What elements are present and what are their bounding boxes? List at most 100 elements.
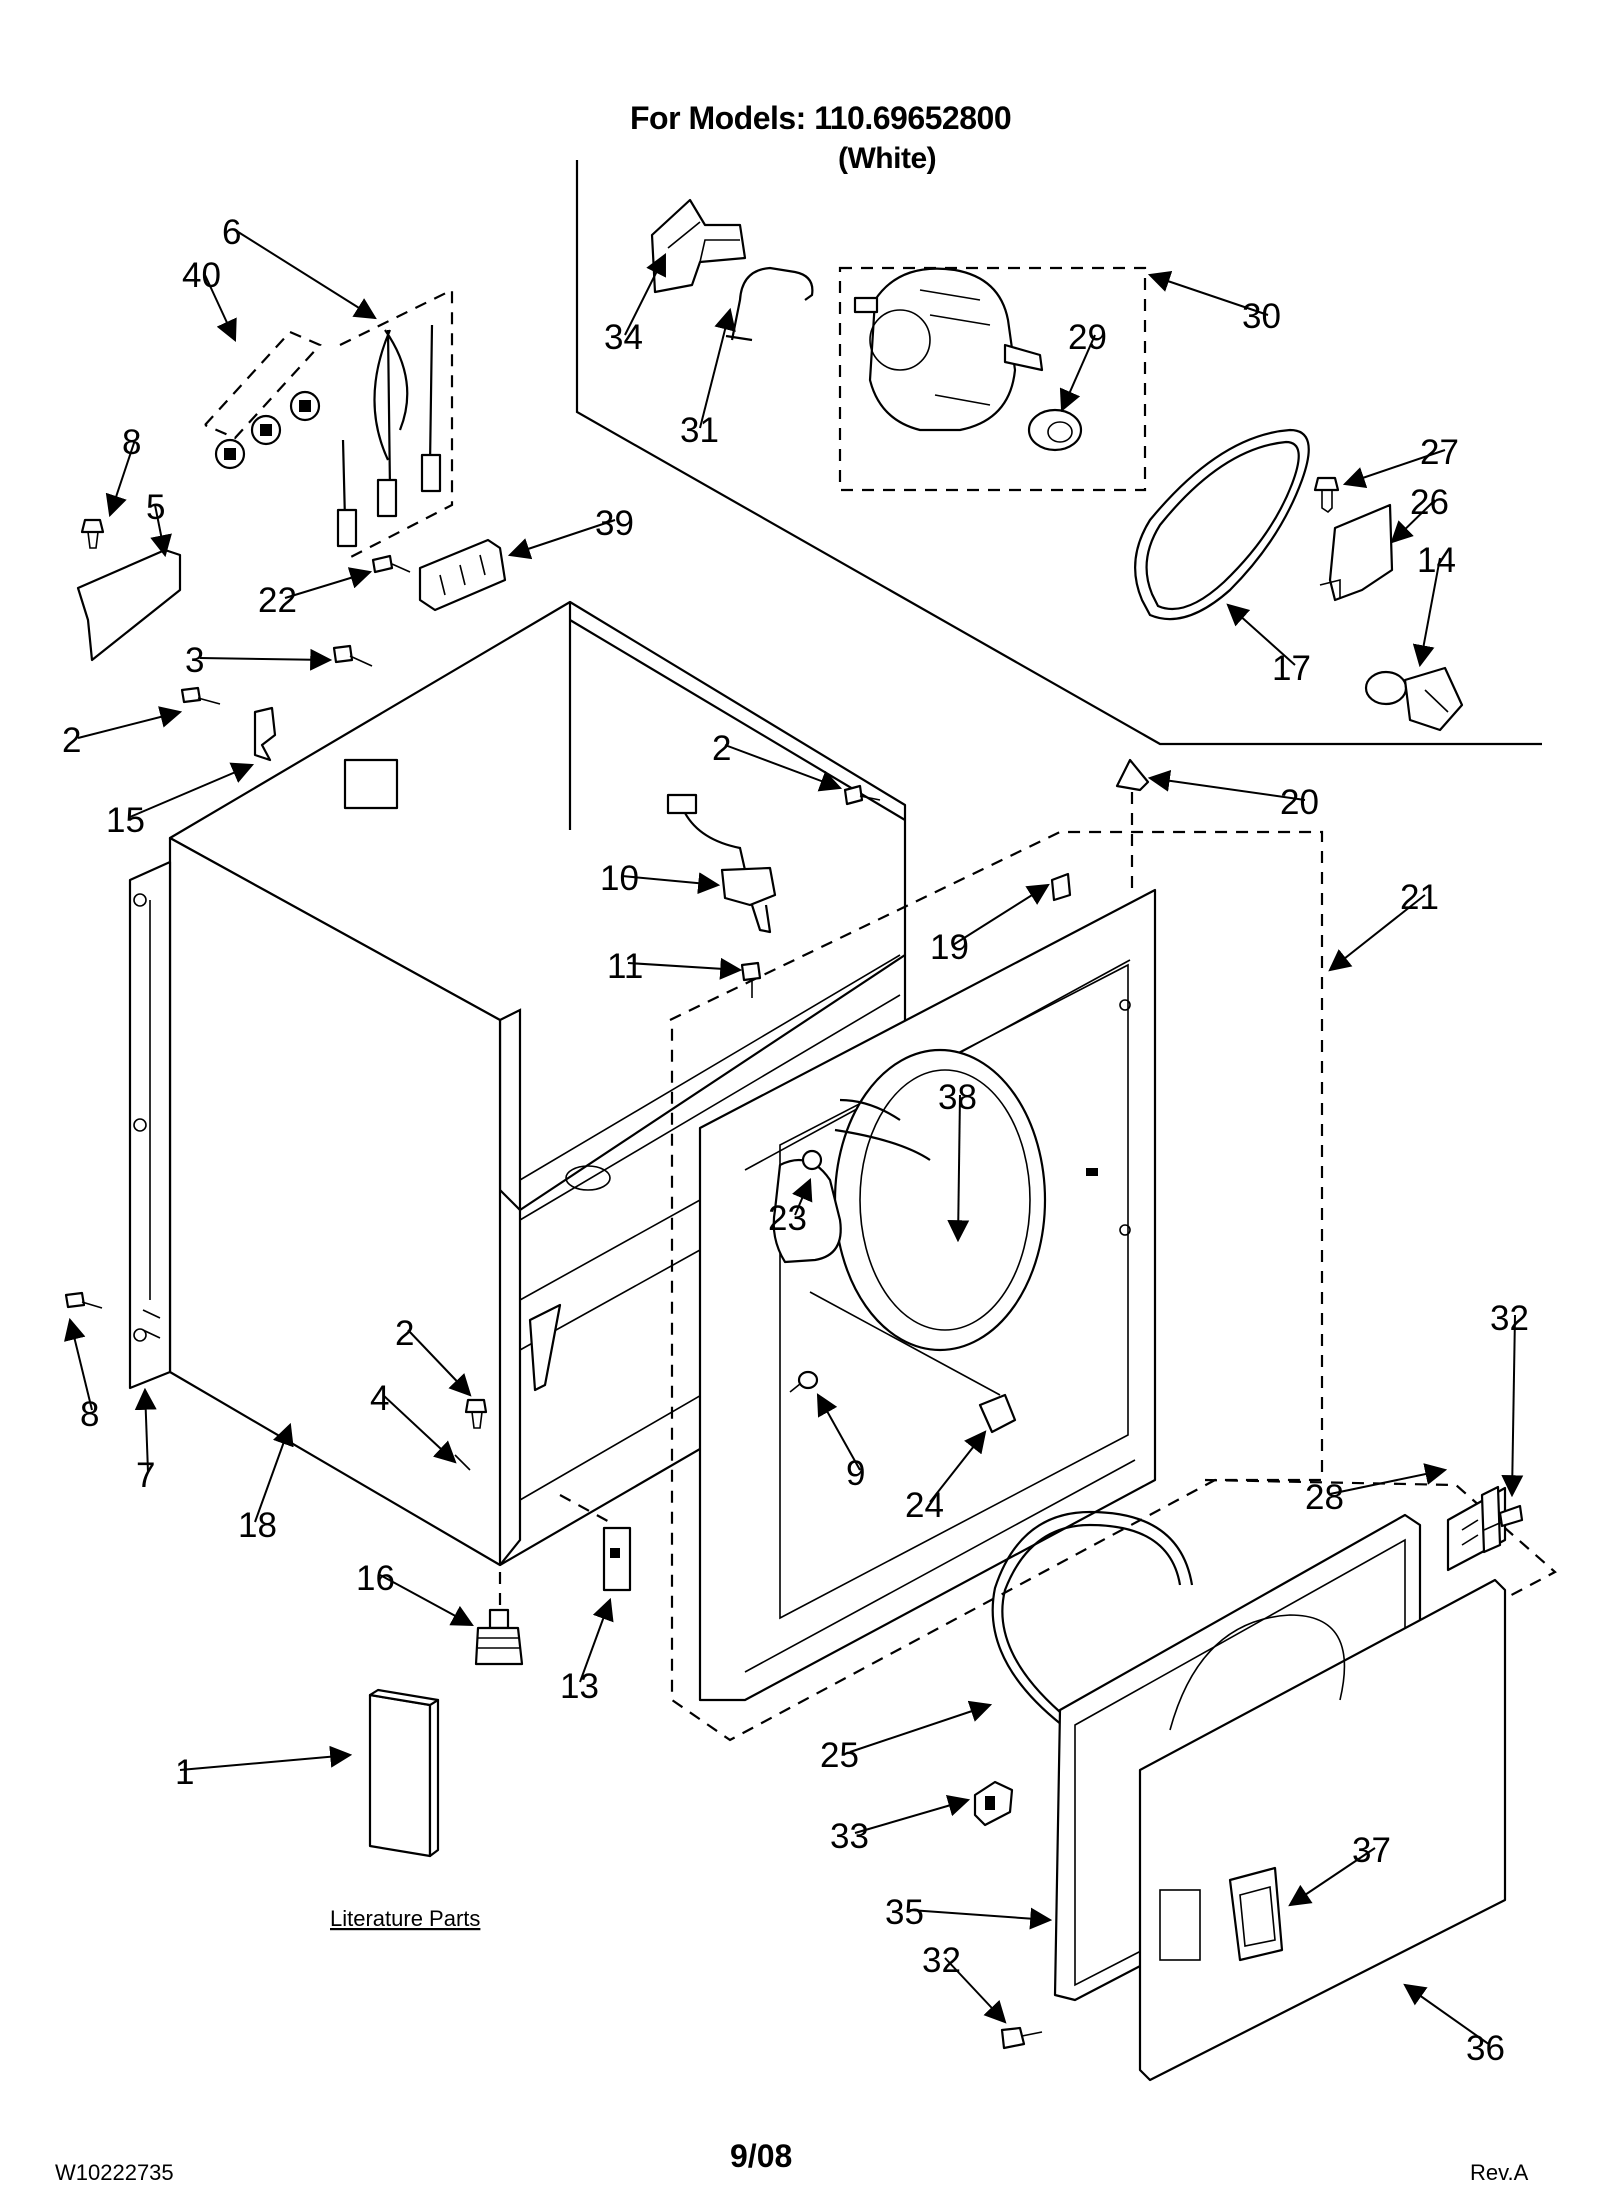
callout-label-20: 20: [1280, 783, 1319, 822]
part-11-screw-icon: [740, 961, 762, 998]
part-40-kit-boundary: [204, 330, 322, 440]
leader-line-6: [234, 229, 377, 320]
callout-label-11: 11: [607, 947, 643, 986]
callout-label-15: 15: [106, 801, 145, 840]
callout-label-24: 24: [905, 1486, 944, 1525]
leader-line-33: [854, 1794, 971, 1834]
part-24-clip-icon: [809, 1291, 1017, 1434]
leader-line-35: [909, 1907, 1053, 1930]
part-26-bracket-icon: [1319, 503, 1394, 602]
leader-line-3: [199, 648, 333, 671]
part-16-leveling-leg-icon: [474, 1572, 524, 1666]
motor-section-boundary: [575, 160, 1542, 746]
callout-label-29: 29: [1068, 318, 1107, 357]
callout-label-7: 7: [136, 1456, 155, 1495]
part-20-glide-icon: [1115, 758, 1150, 890]
callout-label-2: 2: [712, 729, 731, 768]
part-40-thermostats-icon: [214, 390, 321, 470]
callout-label-33: 33: [830, 1817, 869, 1856]
leader-line-16: [379, 1574, 474, 1627]
part-4-screw-icon: [454, 1454, 471, 1471]
callout-label-10: 10: [600, 859, 639, 898]
callout-label-36: 36: [1466, 2029, 1505, 2068]
callout-label-38: 38: [938, 1078, 977, 1117]
callout-label-25: 25: [820, 1736, 859, 1775]
leader-line-32: [944, 1957, 1007, 2024]
leader-line-27: [1342, 449, 1446, 489]
leader-line-40: [204, 274, 237, 342]
revision-label: Rev.A: [1470, 2160, 1529, 2185]
callout-label-8: 8: [122, 423, 141, 462]
document-number: W10222735: [55, 2160, 174, 2185]
leader-line-32: [1501, 1314, 1524, 1498]
part-18-cabinet-icon: [128, 600, 907, 1567]
part-34-bracket-icon: [650, 198, 747, 294]
callout-label-26: 26: [1410, 483, 1449, 522]
part-1-literature-icon: [368, 1688, 440, 1858]
callout-label-5: 5: [146, 488, 165, 527]
callout-label-27: 27: [1420, 433, 1459, 472]
callout-label-16: 16: [356, 1559, 395, 1598]
leader-line-8: [105, 439, 136, 518]
models-heading: For Models: 110.69652800: [630, 100, 1012, 136]
leader-line-2: [407, 1329, 472, 1397]
leader-line-34: [624, 253, 666, 336]
leader-line-31: [699, 307, 736, 429]
leader-line-38: [947, 1094, 970, 1243]
callout-label-2: 2: [395, 1314, 414, 1353]
part-23-sensor-icon: [772, 1149, 842, 1264]
leader-line-29: [1059, 334, 1096, 413]
part-30-kit-boundary: [838, 266, 1147, 492]
callout-label-6: 6: [222, 213, 241, 252]
leader-line-17: [1226, 603, 1296, 666]
leader-line-25: [849, 1700, 993, 1753]
leader-line-8: [64, 1317, 93, 1411]
callout-label-28: 28: [1305, 1478, 1344, 1517]
leader-line-18: [254, 1422, 294, 1523]
part-10-switch-icon: [666, 793, 777, 934]
part-8-screw-lower-icon: [64, 1291, 103, 1309]
callout-label-3: 3: [185, 641, 204, 680]
part-8-screw-upper-icon: [80, 518, 105, 549]
part-32-screw-lower-icon: [1000, 2026, 1043, 2050]
callout-leaders: [64, 229, 1524, 2046]
leader-line-1: [179, 1745, 353, 1771]
leader-line-15: [129, 762, 255, 818]
literature-parts-caption: Literature Parts: [330, 1906, 480, 1931]
leader-line-5: [150, 504, 172, 558]
part-2-screw-upper-right-icon: [843, 784, 881, 806]
part-39-terminal-block-icon: [418, 538, 507, 612]
callout-label-18: 18: [238, 1506, 277, 1545]
callout-label-37: 37: [1352, 1831, 1391, 1870]
leader-line-2: [77, 706, 183, 739]
leader-line-14: [1412, 557, 1441, 668]
part-37-handle-icon: [1228, 1866, 1284, 1962]
part-31-strap-icon: [725, 266, 814, 342]
part-5-cover-icon: [76, 548, 182, 662]
callout-label-31: 31: [680, 411, 719, 450]
part-2-screw-upper-left-icon: [180, 686, 221, 705]
leader-line-28: [1329, 1463, 1448, 1495]
leader-line-19: [952, 883, 1050, 946]
part-13-clip-icon: [559, 1494, 632, 1592]
part-25-door-seal-icon: [991, 1510, 1194, 1726]
print-date: 9/08: [730, 2138, 793, 2174]
leader-line-22: [284, 567, 373, 599]
leader-line-37: [1288, 1847, 1376, 1907]
callout-label-32: 32: [922, 1941, 961, 1980]
callout-label-39: 39: [595, 504, 634, 543]
callout-label-30: 30: [1242, 297, 1281, 336]
callout-label-9: 9: [846, 1454, 865, 1493]
part-6-harness-icon: [336, 324, 442, 548]
leader-line-21: [1328, 894, 1426, 972]
leader-line-36: [1403, 1983, 1491, 2046]
part-14-idler-icon: [1364, 666, 1464, 732]
part-33-strike-icon: [973, 1780, 1014, 1827]
callout-label-2: 2: [62, 721, 81, 760]
part-21-kit-boundary: [669, 830, 1324, 1742]
part-19-clip-icon: [1050, 872, 1072, 902]
callout-label-17: 17: [1272, 649, 1311, 688]
part-15-clip-icon: [253, 706, 277, 762]
